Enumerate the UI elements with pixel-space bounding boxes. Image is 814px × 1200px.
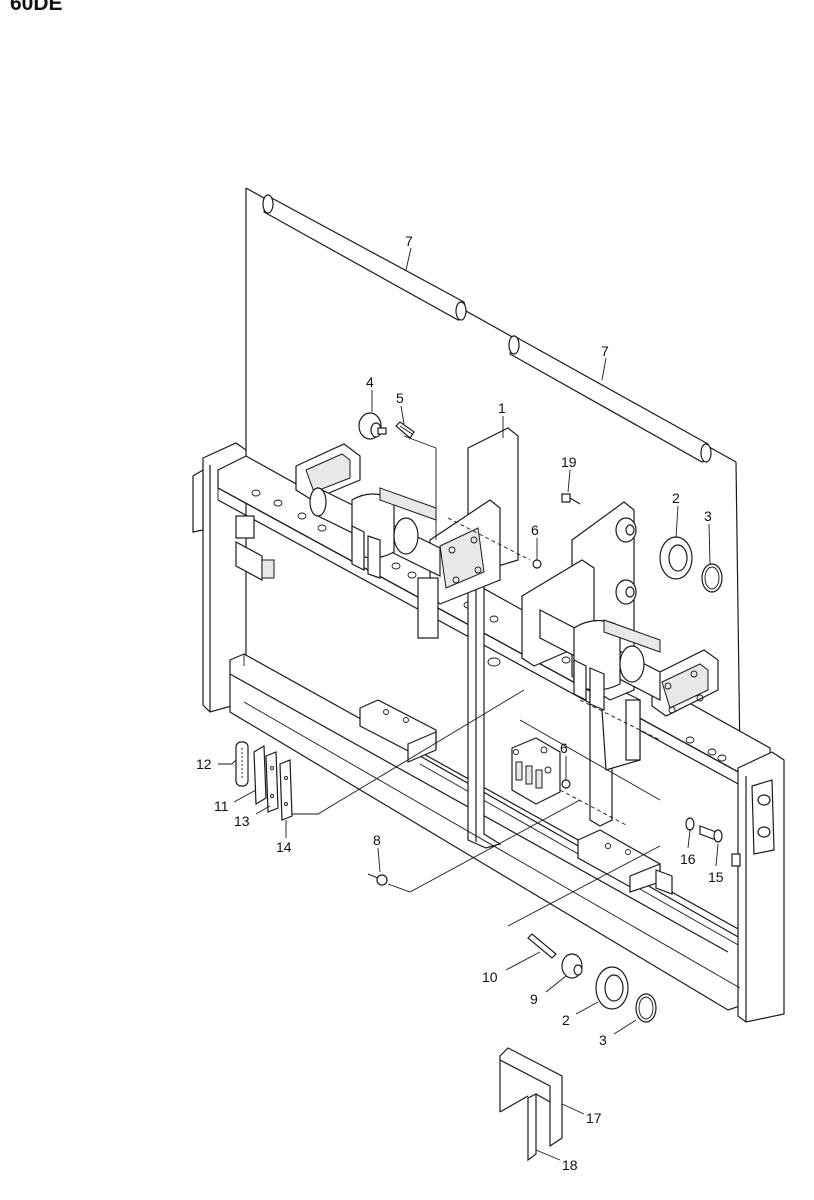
right-side-plate	[737, 751, 785, 1023]
callout-16: 16	[680, 851, 696, 867]
part-19-bolt	[561, 493, 581, 505]
callout-18: 18	[562, 1157, 578, 1173]
left-side-plate	[192, 442, 247, 713]
callout-6-top: 6	[531, 522, 539, 538]
part-4-roller	[358, 412, 387, 440]
part-14-shim	[279, 759, 293, 821]
part-18-bracket	[527, 1093, 551, 1162]
callout-11: 11	[214, 798, 229, 814]
callout-15: 15	[708, 869, 724, 885]
valve-block	[511, 737, 561, 805]
part-5-stud	[395, 421, 415, 439]
part-17-cover	[499, 1047, 563, 1148]
part-2-bearing-lower	[595, 966, 629, 1010]
part-15-bolt	[699, 825, 723, 843]
leader-lines	[218, 247, 741, 1161]
part-3-ring-upper	[701, 563, 723, 593]
callout-19: 19	[561, 454, 577, 470]
right-stop-block	[731, 853, 741, 867]
part-16-washer	[685, 817, 695, 831]
callout-7-right: 7	[601, 343, 609, 359]
callout-3-upper: 3	[704, 508, 712, 524]
callout-1: 1	[498, 400, 506, 416]
page-title: 60DE	[10, 0, 63, 15]
part-2-bearing-upper	[659, 536, 693, 580]
hidden-lines	[447, 517, 661, 827]
callout-10: 10	[482, 969, 498, 985]
part-6-nut-top	[532, 559, 542, 569]
part-7-axle-right	[508, 335, 712, 463]
part-6-nut-middle	[561, 779, 571, 789]
callout-12: 12	[196, 756, 212, 772]
part-3-ring-lower	[635, 993, 657, 1023]
callout-3-lower: 3	[599, 1032, 607, 1048]
callout-17: 17	[586, 1110, 602, 1126]
callout-9: 9	[530, 991, 538, 1007]
bracket-assembly-left	[295, 427, 519, 639]
part-13-shim	[265, 751, 279, 813]
callout-2-upper: 2	[672, 490, 680, 506]
callout-labels: 7 7 4 5 1 19 2 3 6 6 12 11 13 14 8 16 15…	[196, 233, 724, 1173]
part-7-axle-top	[262, 194, 467, 321]
fork-guide-left	[359, 699, 437, 763]
part-10-pin	[527, 933, 557, 959]
callout-7-top: 7	[405, 233, 413, 249]
callout-6-middle: 6	[560, 740, 568, 756]
bracket-assembly-right	[521, 501, 719, 761]
part-9-collar	[561, 953, 583, 979]
callout-2-lower: 2	[562, 1012, 570, 1028]
callout-8: 8	[373, 832, 381, 848]
part-12-pad	[235, 741, 249, 787]
callout-4: 4	[366, 374, 374, 390]
part-8-nipple	[367, 873, 388, 886]
left-hooks	[235, 515, 275, 582]
fork-guide-right	[577, 829, 673, 895]
part-11-pad	[253, 744, 267, 806]
callout-13: 13	[234, 813, 250, 829]
callout-14: 14	[276, 839, 292, 855]
callout-5: 5	[396, 390, 404, 406]
